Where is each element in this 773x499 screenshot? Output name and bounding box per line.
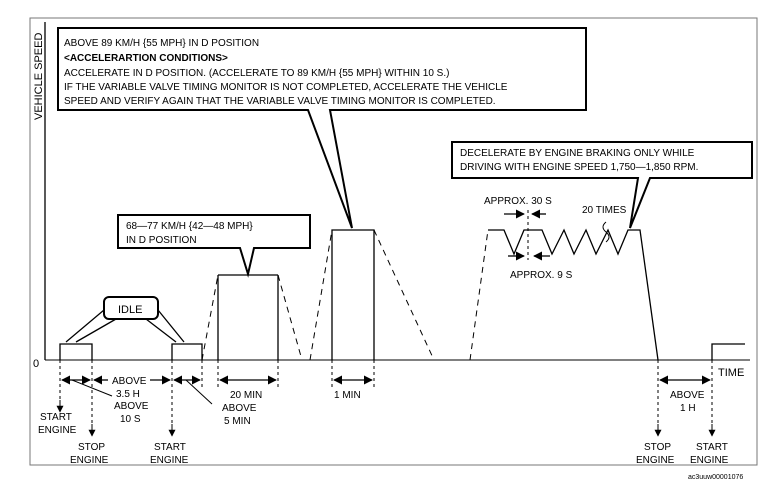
top-callout-line1: ABOVE 89 KM/H {55 MPH} IN D POSITION [64,38,259,49]
start-engine-2-line2: ENGINE [150,455,189,466]
duration-arrows [61,209,711,385]
above-3-5h-line2: 3.5 H [116,389,140,400]
one-min-label: 1 MIN [334,390,361,401]
top-speed-callout: ABOVE 89 KM/H {55 MPH} IN D POSITION <AC… [57,27,587,229]
stop-engine-1-line1: STOP [78,442,105,453]
right-callout-line2: DRIVING WITH ENGINE SPEED 1,750—1,850 RP… [460,162,698,173]
decelerate-callout: DECELERATE BY ENGINE BRAKING ONLY WHILE … [451,141,753,229]
stop-engine-2-line1: STOP [644,442,671,453]
above-10s-line2: 10 S [120,414,141,425]
top-callout-line3: ACCELERATE IN D POSITION. (ACCELERATE TO… [64,68,449,79]
mid-callout-line2: IN D POSITION [126,235,197,246]
top-callout-line4: IF THE VARIABLE VALVE TIMING MONITOR IS … [64,82,508,93]
start-engine-3-line1: START [696,442,728,453]
above-3-5h-line1: ABOVE [112,376,147,387]
start-engine-2-line1: START [154,442,186,453]
above-5min-line2: 5 MIN [224,416,251,427]
mid-speed-callout: 68—77 KM/H {42—48 MPH} IN D POSITION [117,214,311,278]
event-arrows [56,400,716,437]
origin-label: 0 [33,358,39,370]
figure-frame [29,17,758,466]
twenty-times-label: 20 TIMES [582,205,627,216]
mid-callout-line1: 68—77 KM/H {42—48 MPH} [126,221,253,232]
start-engine-1-line1: START [40,412,72,423]
idle-callout: IDLE [65,296,185,343]
right-callout-line1: DECELERATE BY ENGINE BRAKING ONLY WHILE [460,148,695,159]
repeat-squiggle [602,221,610,243]
stop-engine-2-line2: ENGINE [636,455,675,466]
start-engine-3-line2: ENGINE [690,455,729,466]
y-axis-label: VEHICLE SPEED [33,33,45,120]
speed-profile [59,228,745,361]
above-5min-line1: ABOVE [222,403,257,414]
top-callout-line2: <ACCELERARTION CONDITIONS> [64,53,228,64]
start-engine-1-line2: ENGINE [38,425,77,436]
figure-code: ac3uuw00001076 [688,474,743,481]
twenty-min-label: 20 MIN [230,390,262,401]
top-callout-line5: SPEED AND VERIFY AGAIN THAT THE VARIABLE… [64,96,496,107]
leader-lines [71,379,213,405]
above-10s-line1: ABOVE [114,401,149,412]
above-1h-line1: ABOVE [670,390,705,401]
idle-label: IDLE [118,304,142,316]
x-axis-label: TIME [718,367,744,379]
stop-engine-1-line2: ENGINE [70,455,109,466]
approx-9s-label: APPROX. 9 S [510,270,573,281]
approx-30s-label: APPROX. 30 S [484,196,552,207]
above-1h-line2: 1 H [680,403,696,414]
event-markers [59,210,713,432]
